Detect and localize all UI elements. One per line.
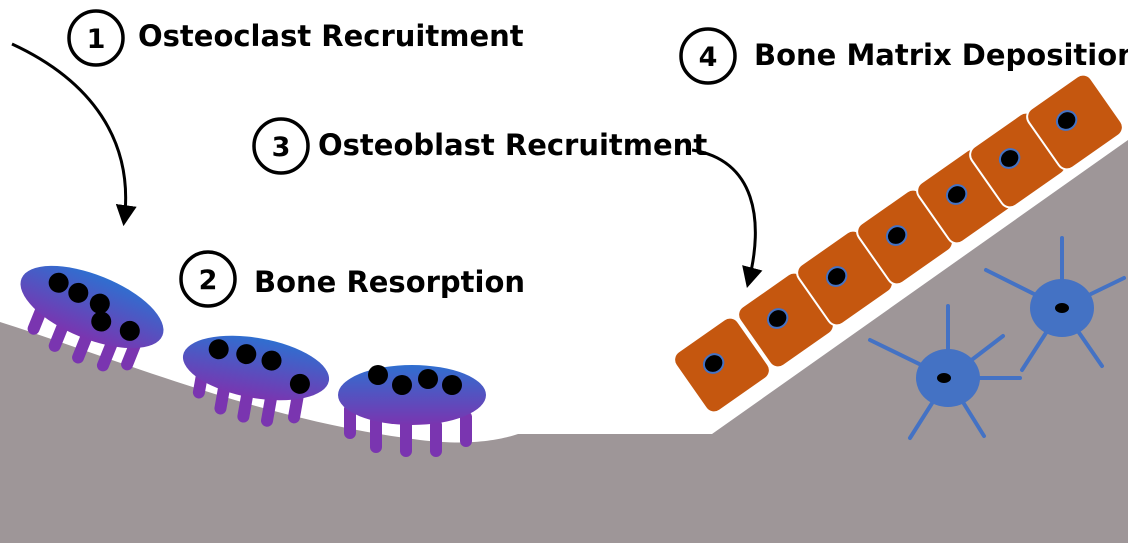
step-1: 1 Osteoclast Recruitment (69, 11, 524, 65)
step-2: 2 Bone Resorption (181, 252, 525, 306)
step-label: Bone Resorption (254, 265, 525, 299)
step-3: 3 Osteoblast Recruitment (254, 119, 707, 173)
step-4: 4 Bone Matrix Deposition (681, 29, 1128, 83)
curved-arrow-icon (12, 44, 126, 222)
step-number: 4 (699, 42, 718, 73)
step-number: 1 (87, 24, 106, 55)
step-label: Osteoblast Recruitment (318, 128, 707, 162)
step-label: Osteoclast Recruitment (138, 19, 524, 53)
step-number: 3 (272, 132, 291, 163)
curved-arrow-icon (692, 150, 755, 284)
step-label: Bone Matrix Deposition (754, 38, 1128, 72)
step-number: 2 (199, 265, 218, 296)
